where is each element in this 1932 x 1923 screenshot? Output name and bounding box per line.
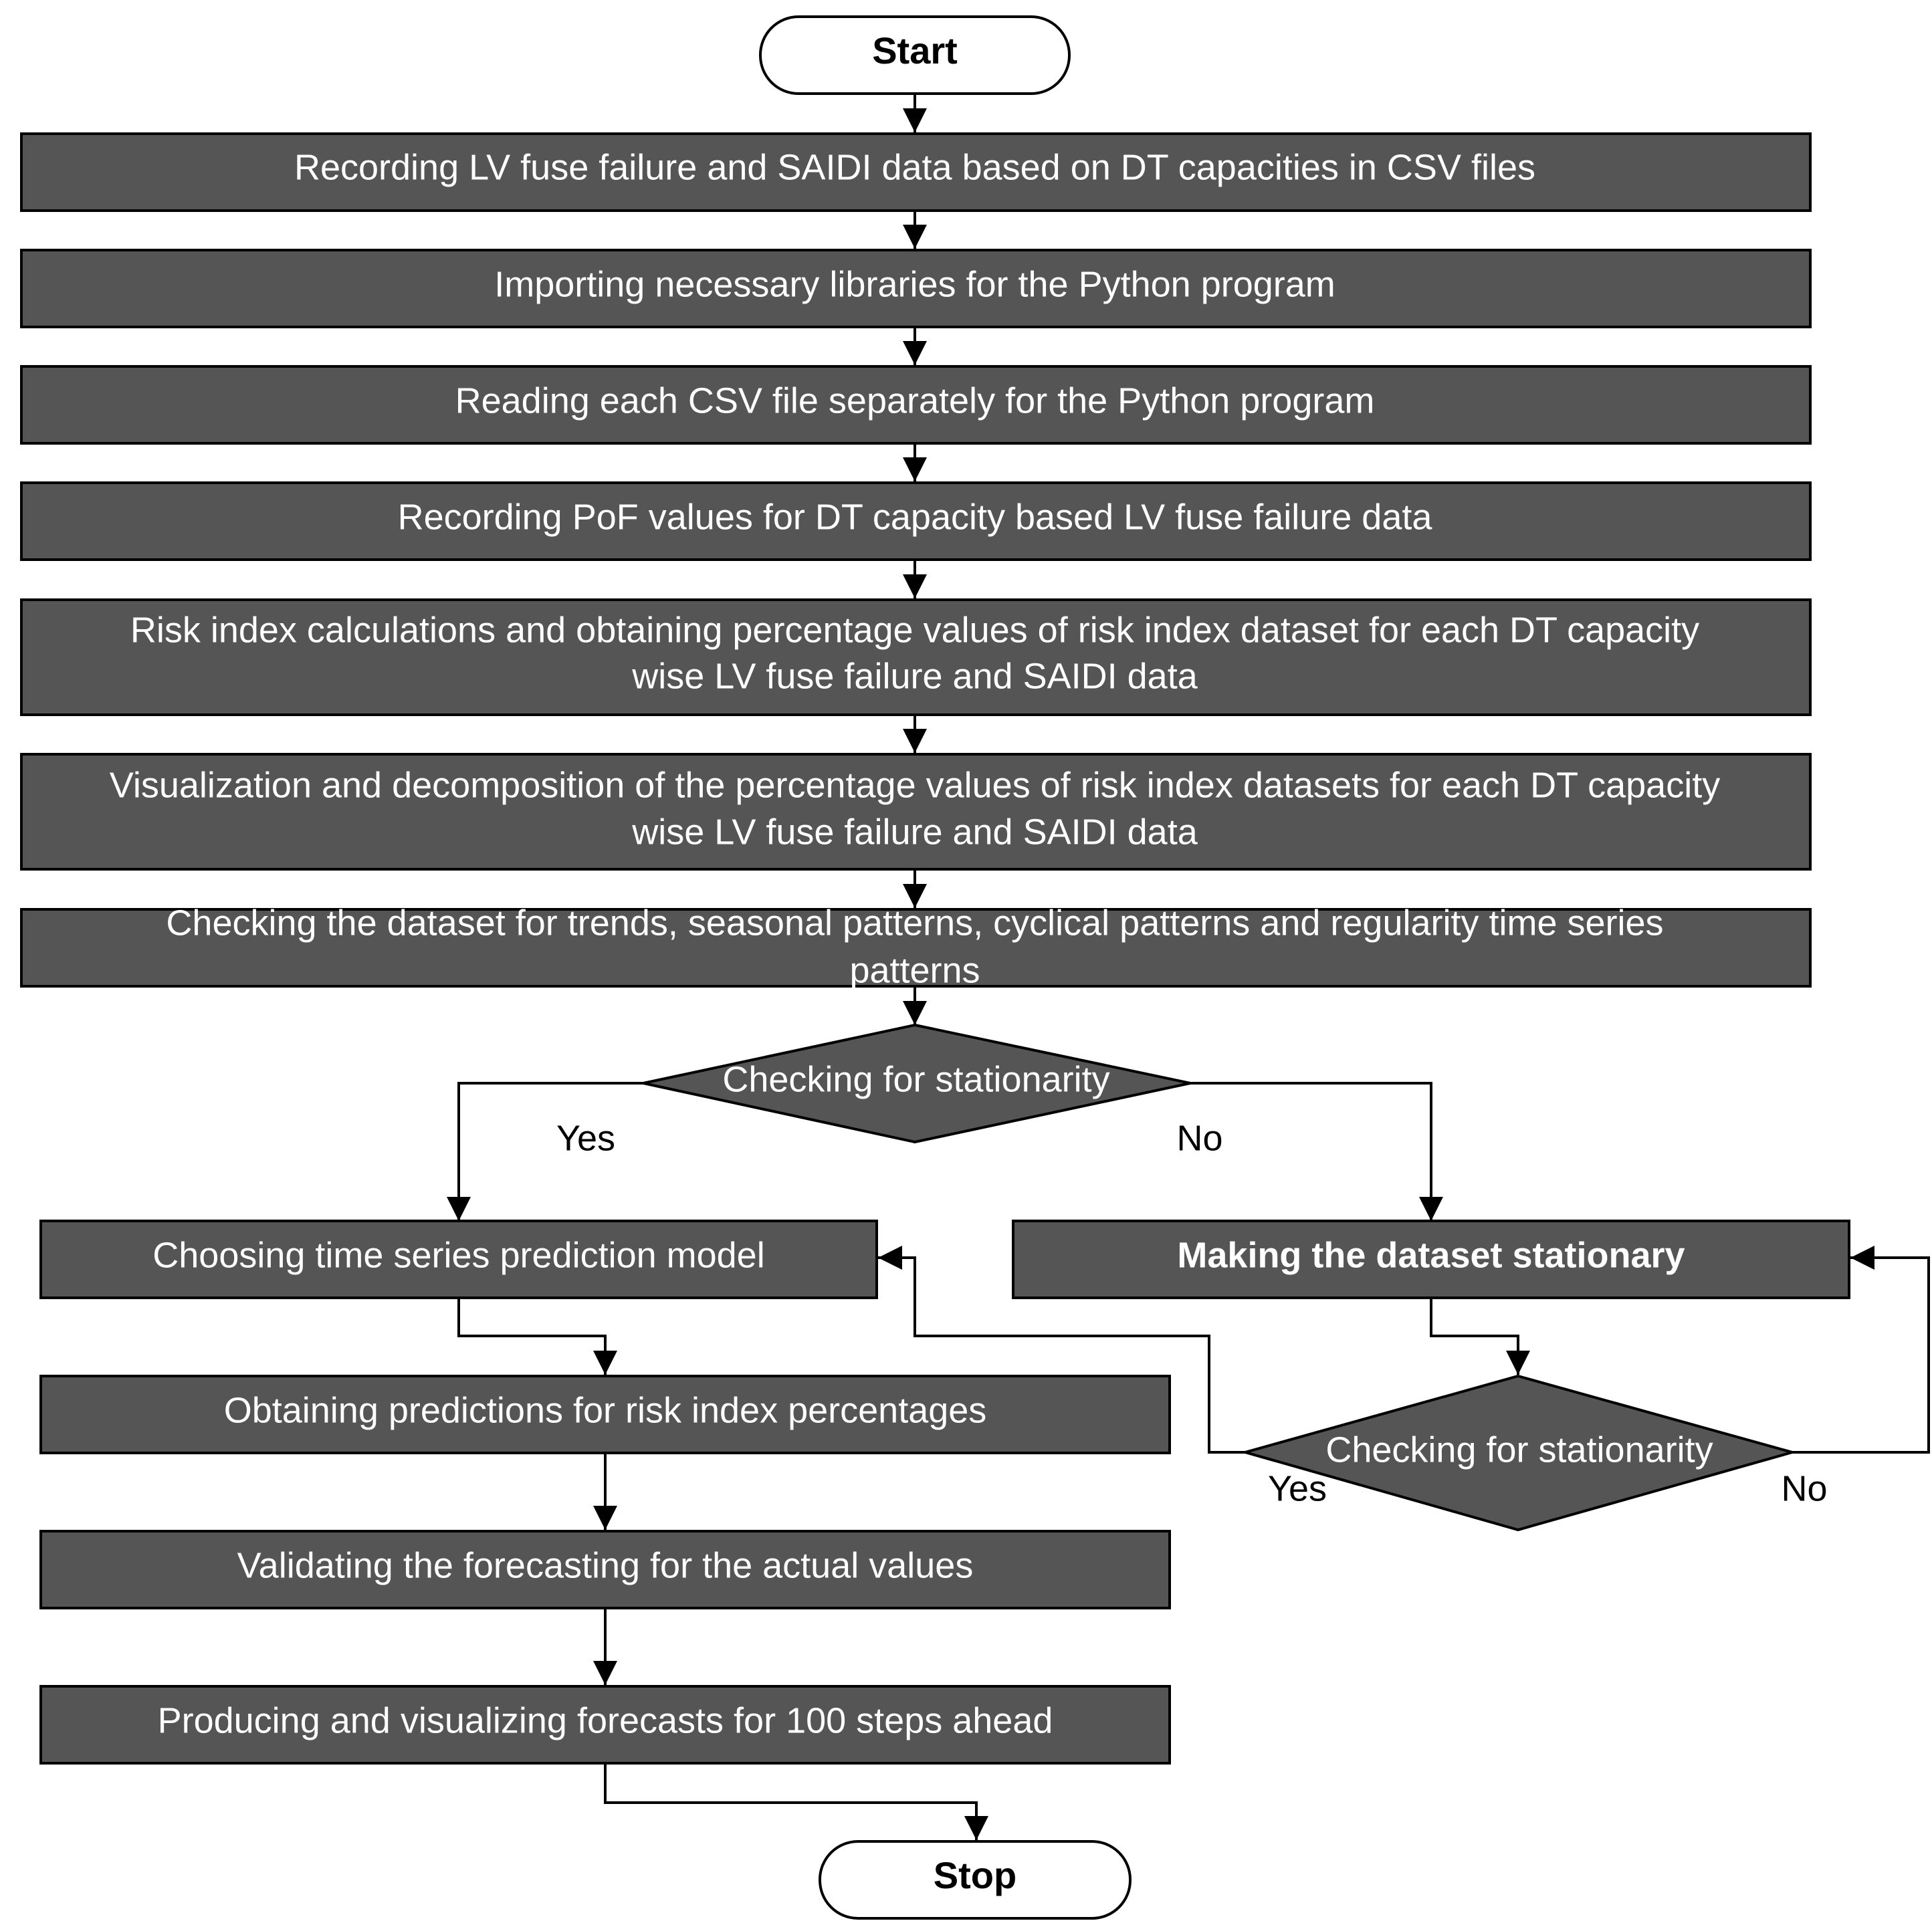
step-6-text-line-1: Visualization and decomposition of the p… bbox=[110, 765, 1720, 805]
step-1-text: Recording LV fuse failure and SAIDI data… bbox=[294, 147, 1535, 187]
process-make-stationary: Making the dataset stationary bbox=[1012, 1220, 1850, 1299]
process-produce-forecasts: Producing and visualizing forecasts for … bbox=[39, 1685, 1171, 1765]
left-column-connectors bbox=[457, 1298, 988, 1840]
decision-2-label: Checking for stationarity bbox=[1325, 1430, 1713, 1470]
decision-1-no-label: No bbox=[1176, 1118, 1222, 1158]
process-validate-forecast: Validating the forecasting for the actua… bbox=[39, 1530, 1171, 1609]
step-4-text: Recording PoF values for DT capacity bas… bbox=[398, 497, 1433, 537]
decision-1-branches bbox=[447, 1082, 1443, 1221]
validate-forecast-text: Validating the forecasting for the actua… bbox=[237, 1545, 974, 1585]
start-label: Start bbox=[872, 29, 958, 72]
produce-forecasts-text: Producing and visualizing forecasts for … bbox=[158, 1700, 1053, 1740]
step-3-text: Reading each CSV file separately for the… bbox=[455, 380, 1375, 421]
process-step-5: Risk index calculations and obtaining pe… bbox=[20, 598, 1812, 716]
process-step-7: Checking the dataset for trends, seasona… bbox=[20, 903, 1812, 990]
process-obtain-predictions: Obtaining predictions for risk index per… bbox=[39, 1375, 1171, 1454]
step-7-text-line-2: patterns bbox=[849, 950, 980, 990]
decision-1-yes-label: Yes bbox=[556, 1118, 615, 1158]
obtain-predictions-text: Obtaining predictions for risk index per… bbox=[224, 1390, 987, 1430]
step-2-text: Importing necessary libraries for the Py… bbox=[494, 264, 1335, 304]
process-choose-model: Choosing time series prediction model bbox=[39, 1220, 878, 1299]
decision-2-no-label: No bbox=[1781, 1468, 1827, 1508]
stop-terminator bbox=[819, 1840, 1132, 1920]
stop-label: Stop bbox=[934, 1854, 1016, 1896]
decision-2-yes-label: Yes bbox=[1268, 1468, 1327, 1508]
step-6-text-line-2: wise LV fuse failure and SAIDI data bbox=[631, 812, 1198, 852]
decision-1-label: Checking for stationarity bbox=[722, 1059, 1109, 1099]
step-7-text-line-1: Checking the dataset for trends, seasona… bbox=[166, 903, 1663, 943]
process-step-3: Reading each CSV file separately for the… bbox=[20, 365, 1812, 445]
process-step-1: Recording LV fuse failure and SAIDI data… bbox=[20, 132, 1812, 212]
process-step-2: Importing necessary libraries for the Py… bbox=[20, 249, 1812, 328]
process-step-4: Recording PoF values for DT capacity bas… bbox=[20, 481, 1812, 561]
decision-stationarity-2 bbox=[1240, 1374, 1798, 1532]
step-5-text-line-1: Risk index calculations and obtaining pe… bbox=[130, 610, 1699, 650]
step-5-text-line-2: wise LV fuse failure and SAIDI data bbox=[631, 656, 1198, 696]
make-stationary-text: Making the dataset stationary bbox=[1177, 1235, 1685, 1275]
stationary-loop-connectors bbox=[878, 1246, 1930, 1454]
decision-stationarity-1 bbox=[643, 1023, 1191, 1144]
process-step-6: Visualization and decomposition of the p… bbox=[20, 753, 1812, 871]
choose-model-text: Choosing time series prediction model bbox=[152, 1235, 764, 1275]
